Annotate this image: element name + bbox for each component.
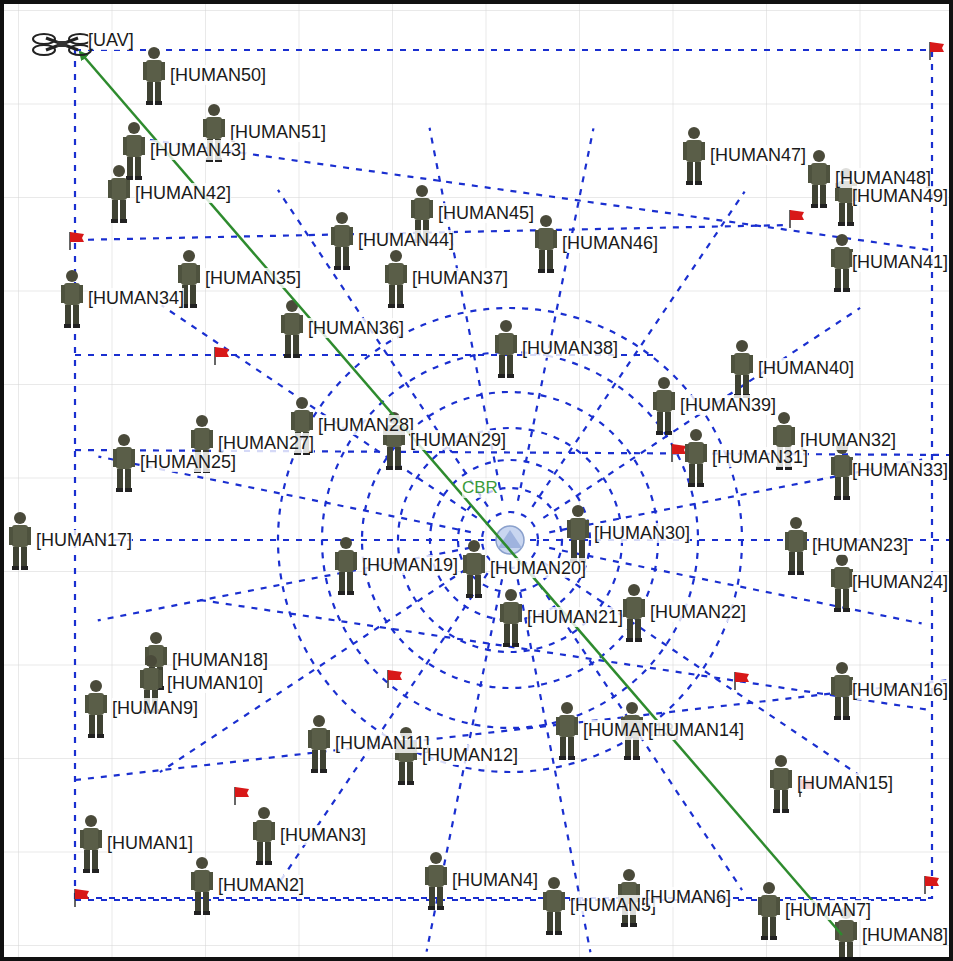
- agent-label: [HUMAN7]: [785, 900, 871, 920]
- agent-label: [HUMAN43]: [150, 140, 246, 160]
- agent-label: [HUMAN9]: [112, 698, 198, 718]
- soldier-figure: [683, 127, 705, 185]
- agent-label: [HUMAN21]: [527, 607, 623, 627]
- soldier-figure: [425, 852, 447, 910]
- soldier-figure: [80, 815, 102, 873]
- agent-label: [HUMAN8]: [862, 925, 948, 945]
- agent-label: [HUMAN32]: [800, 430, 896, 450]
- soldier-figure: [191, 857, 213, 915]
- soldier-figure: [61, 270, 83, 328]
- agent-label: [HUMAN4]: [452, 870, 538, 890]
- soldier-figure: [623, 584, 645, 642]
- soldier-figure: [831, 662, 853, 720]
- agent-label: [HUMAN44]: [358, 230, 454, 250]
- soldier-figure: [335, 537, 357, 595]
- agent-label: [HUMAN34]: [88, 288, 184, 308]
- soldier-figure: [463, 540, 485, 598]
- agent-label: [HUMAN25]: [140, 452, 236, 472]
- agent-label: [HUMAN15]: [797, 773, 893, 793]
- soldier-figure: [535, 215, 557, 273]
- red-flag: [75, 889, 89, 907]
- soldier-figure: [123, 122, 145, 180]
- soldier-figure: [253, 807, 275, 865]
- agent-label: [HUMAN12]: [422, 745, 518, 765]
- agent-label: [HUMAN14]: [648, 720, 744, 740]
- red-flag: [790, 210, 804, 228]
- agent-label: [HUMAN47]: [710, 145, 806, 165]
- agent-label: [HUMAN51]: [230, 122, 326, 142]
- agent-label: [HUMAN10]: [167, 673, 263, 693]
- agent-label: [HUMAN19]: [362, 555, 458, 575]
- soldier-figure: [653, 377, 675, 435]
- agent-label: [HUMAN31]: [712, 447, 808, 467]
- soldier-figure: [685, 429, 707, 487]
- agent-label: [HUMAN20]: [490, 558, 586, 578]
- agent-label: [HUMAN18]: [172, 650, 268, 670]
- agent-label: [HUMAN27]: [218, 433, 314, 453]
- red-flag: [925, 876, 939, 894]
- soldier-figure: [113, 434, 135, 492]
- map-label: CBR: [462, 478, 498, 498]
- agent-label: [HUMAN29]: [410, 430, 506, 450]
- red-flag: [672, 444, 686, 462]
- agent-label: [HUMAN3]: [280, 825, 366, 845]
- agent-label: [HUMAN33]: [852, 460, 948, 480]
- soldier-figure: [831, 554, 853, 612]
- agent-label: [HUMAN24]: [852, 572, 948, 592]
- agent-label: [HUMAN38]: [522, 338, 618, 358]
- soldier-figure: [543, 877, 565, 935]
- soldier-figure: [281, 300, 303, 358]
- agent-label: [HUMAN50]: [170, 65, 266, 85]
- agent-label: [HUMAN6]: [645, 887, 731, 907]
- agent-label: [HUMAN28]: [318, 415, 414, 435]
- soldier-figure: [831, 234, 853, 292]
- agent-label: [HUMAN30]: [594, 523, 690, 543]
- soldier-figure: [495, 320, 517, 378]
- agent-label: [HUMAN1]: [107, 833, 193, 853]
- agent-label: [HUMAN37]: [412, 268, 508, 288]
- soldier-figure: [758, 882, 780, 940]
- soldier-figure: [567, 505, 589, 563]
- agent-label: [HUMAN5]: [570, 895, 656, 915]
- agent-label: [HUMAN46]: [562, 233, 658, 253]
- soldier-figure: [770, 755, 792, 813]
- red-flag: [70, 232, 84, 250]
- agent-label: [HUMAN11]: [335, 733, 430, 753]
- red-flag: [215, 347, 229, 365]
- red-flag: [930, 42, 944, 60]
- agent-label: [HUMAN48]: [835, 168, 931, 188]
- agent-label: [HUMAN17]: [36, 530, 132, 550]
- soldier-figure: [808, 150, 830, 208]
- agent-label: [HUMAN41]: [852, 252, 948, 272]
- soldier-figure: [785, 517, 807, 575]
- agent-label: [HUMAN2]: [218, 875, 304, 895]
- agent-label: [HUMAN22]: [650, 602, 746, 622]
- red-flag: [735, 672, 749, 690]
- soldier-figure: [831, 442, 853, 500]
- agent-label: [HUMAN49]: [852, 186, 948, 206]
- soldier-figure: [731, 340, 753, 398]
- soldier-figure: [500, 589, 522, 647]
- agent-label: [HUMAN45]: [438, 203, 534, 223]
- red-flag: [388, 670, 402, 688]
- agent-label: [HUMAN36]: [308, 318, 404, 338]
- soldier-figure: [143, 47, 165, 105]
- agent-label: [HUMAN42]: [135, 183, 231, 203]
- soldier-figure: [108, 165, 130, 223]
- soldier-figure: [556, 702, 578, 760]
- soldier-figure: [85, 680, 107, 738]
- agent-label: [HUMAN16]: [852, 680, 948, 700]
- agent-label: [HUMAN35]: [205, 268, 301, 288]
- soldier-figure: [9, 512, 31, 570]
- red-flag: [235, 787, 249, 805]
- agent-label: [HUMAN23]: [812, 535, 908, 555]
- agent-label: [HUMAN40]: [758, 358, 854, 378]
- map-label: [UAV]: [88, 30, 134, 50]
- soldier-figure: [308, 715, 330, 773]
- agent-label: [HUMAN39]: [680, 395, 776, 415]
- soldier-figure: [385, 250, 407, 308]
- soldier-figure: [331, 212, 353, 270]
